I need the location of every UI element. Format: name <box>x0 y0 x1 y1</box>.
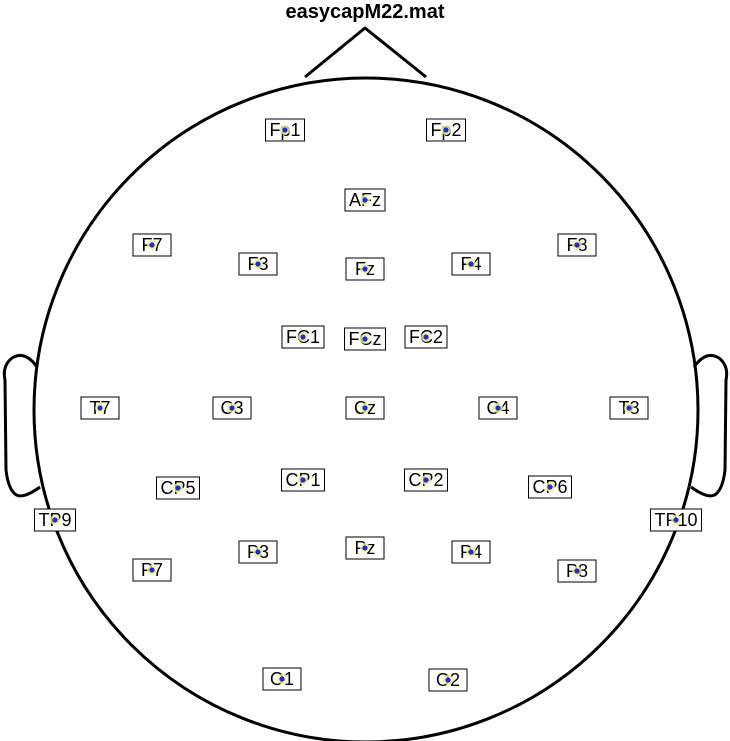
electrode-fc1: FC1 <box>281 325 325 349</box>
electrode-dot-f8 <box>574 242 580 248</box>
layout-title: easycapM22.mat <box>286 1 445 23</box>
electrode-dot-fz <box>362 266 368 272</box>
electrode-dot-tp10 <box>673 517 679 523</box>
electrode-fz: Fz <box>345 257 385 281</box>
electrode-dot-p7 <box>149 567 155 573</box>
electrode-cp2: CP2 <box>403 468 449 492</box>
electrode-dot-c4 <box>495 405 501 411</box>
electrode-t7: T7 <box>80 396 120 420</box>
electrode-f8: F8 <box>557 233 597 257</box>
electrode-p4: P4 <box>451 540 491 564</box>
electrode-fp1: Fp1 <box>264 118 306 142</box>
electrode-pz: Pz <box>345 536 385 560</box>
electrode-cp5: CP5 <box>155 476 201 500</box>
electrode-f7: F7 <box>132 233 172 257</box>
electrode-dot-c3 <box>229 405 235 411</box>
electrode-dot-fcz <box>362 336 368 342</box>
head-circle <box>32 76 700 741</box>
right-ear-outline <box>690 354 729 498</box>
electrode-dot-tp9 <box>52 517 58 523</box>
electrode-cp6: CP6 <box>527 475 573 499</box>
electrode-dot-cz <box>362 405 368 411</box>
electrode-tp9: TP9 <box>33 508 77 532</box>
electrode-dot-cp5 <box>175 485 181 491</box>
electrode-p8: P8 <box>557 559 597 583</box>
electrode-tp10: TP10 <box>649 508 703 532</box>
electrode-dot-cp2 <box>423 477 429 483</box>
head-outline <box>2 26 729 741</box>
electrode-dot-p3 <box>255 549 261 555</box>
electrode-dot-pz <box>362 545 368 551</box>
electrode-fc2: FC2 <box>404 325 448 349</box>
electrode-dot-t7 <box>97 405 103 411</box>
electrode-cz: Cz <box>345 396 385 420</box>
electrode-dot-p4 <box>468 549 474 555</box>
electrode-o1: O1 <box>262 667 302 691</box>
electrode-p3: P3 <box>238 540 278 564</box>
electrode-dot-fp2 <box>443 127 449 133</box>
electrode-dot-f4 <box>468 261 474 267</box>
electrode-dot-fp1 <box>282 127 288 133</box>
electrode-dot-afz <box>362 197 368 203</box>
electrode-dot-f7 <box>149 242 155 248</box>
nose-outline <box>304 26 427 79</box>
electrode-c3: C3 <box>212 396 252 420</box>
electrode-dot-o1 <box>279 676 285 682</box>
electrodes-group: Fp1 Fp2AFzF7F3 Fz F4 F8FC1 FCz FC2T7 C3 Cz C4 T8CP… <box>33 118 703 692</box>
electrode-dot-cp1 <box>300 477 306 483</box>
electrode-afz: AFz <box>344 188 386 212</box>
electrode-f4: F4 <box>451 252 491 276</box>
electrode-dot-cp6 <box>547 484 553 490</box>
electrode-dot-p8 <box>574 568 580 574</box>
electrode-dot-o2 <box>445 677 451 683</box>
electrode-dot-fc2 <box>423 334 429 340</box>
electrode-dot-fc1 <box>300 334 306 340</box>
electrode-o2: O2 <box>428 668 468 692</box>
electrode-fcz: FCz <box>344 327 386 351</box>
electrode-fp2: Fp2 <box>425 118 467 142</box>
electrode-cp1: CP1 <box>280 468 326 492</box>
electrode-dot-f3 <box>255 261 261 267</box>
left-ear-outline <box>2 354 41 498</box>
electrode-p7: P7 <box>132 558 172 582</box>
electrode-f3: F3 <box>238 252 278 276</box>
electrode-c4: C4 <box>478 396 518 420</box>
electrode-t8: T8 <box>609 396 649 420</box>
electrode-dot-t8 <box>626 405 632 411</box>
